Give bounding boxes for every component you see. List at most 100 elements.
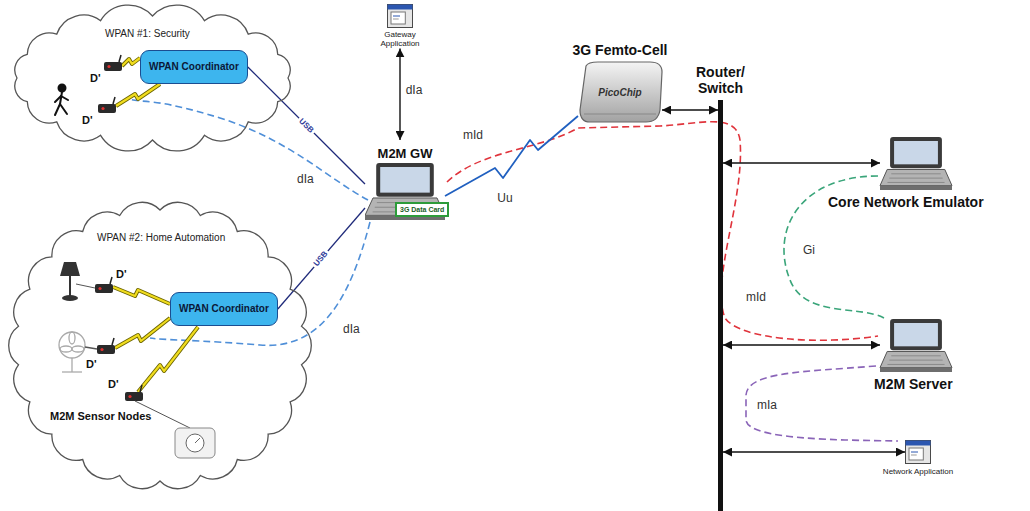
fan [60,346,72,352]
dashed-interface-path [127,98,898,441]
radio-link [116,84,160,106]
interface-name: dIa [296,172,315,186]
meter [195,438,200,443]
radio-link [138,327,198,392]
sensor-device [104,55,122,71]
dia-path [127,98,368,200]
brand-label: PicoChip [598,87,641,98]
sensor-device [128,395,131,398]
server-laptop [880,351,952,367]
femto-cell [580,62,662,122]
edge-label: Uu [495,191,514,205]
usb-link [278,208,365,309]
sensor-device [119,55,121,62]
radio-link [122,58,140,66]
interface-name: dIa [342,322,361,336]
femto-cell [584,114,656,115]
gateway-laptop [377,202,433,203]
application-icon [911,452,918,453]
lamp [60,262,95,301]
node-shape [905,440,931,464]
node-shape [387,4,413,28]
gateway-laptop [380,167,430,193]
radio-link [138,327,198,392]
node-label: Core Network Emulator [828,194,984,210]
radio-link [113,58,198,392]
node-label: M2M Server [874,376,953,392]
sensor-device [98,287,101,290]
walking-person [61,96,68,100]
sensor-device [104,62,122,71]
gateway-laptop [373,211,438,212]
node-label: Gateway Application [368,30,432,48]
sensor-device [100,348,103,351]
emulator-laptop [891,173,940,174]
interface-name: mIa [756,398,778,412]
node-label: Router/ Switch [689,64,753,96]
sensor-device [140,385,142,392]
lamp [69,276,71,296]
server-laptop [894,323,938,346]
interface-name: mId [745,290,767,304]
fan [85,347,97,349]
emulator-laptop [880,186,952,190]
edge-label: USB [295,115,317,137]
radio-link [113,287,170,304]
application-icon [388,5,413,10]
edge-label: USB [311,247,332,269]
data-card: 3G Data Card [395,202,449,217]
wpan-cloud [15,5,290,151]
meter [135,401,215,458]
sensor-device [112,338,114,345]
application-icon [391,12,405,24]
lamp [62,295,78,301]
gateway-laptop: 3G Data CardM2M GW [365,140,445,220]
lamp [76,284,95,288]
gateway-laptop [365,198,445,215]
gateway-laptop [376,163,434,197]
wpan-cloud: WPAN CoordinatorWPAN #2: Home Automation [5,198,315,493]
node-label: WPAN Coordinator [149,61,239,73]
sensor-device [95,277,113,293]
sensor-device [95,284,113,293]
femto-cell: 3G Femto-CellPicoChip [578,62,662,122]
sensor-device [113,97,115,104]
coordinator-box: WPAN Coordinator [140,50,248,84]
application-icon [909,448,923,460]
network-link [662,109,718,111]
server-laptop [887,364,944,365]
sensor-device [98,97,116,113]
server-laptop: M2M Server [880,318,952,372]
sensor-device [125,392,143,401]
walking-person [55,104,60,115]
device-tag: D' [90,72,101,85]
fan [59,332,97,372]
application-icon [906,441,931,464]
radio-link [113,287,170,304]
gateway-laptop [365,215,445,220]
application-icon: Network Application [905,440,931,464]
fan [62,371,82,372]
emulator-laptop [894,141,938,164]
sensor-device [125,385,143,401]
radio-link [115,318,170,348]
application-icon [393,16,400,17]
router-bus: Router/ Switch [718,100,723,511]
wpan-cloud: WPAN CoordinatorWPAN #1: Security [5,4,300,152]
node-label: 3G Femto-Cell [573,42,668,58]
network-link [723,344,880,346]
sensor-device [107,65,110,68]
walking-person [60,104,67,114]
lamp [60,262,80,276]
radio-link [445,116,578,196]
usb-link [248,67,365,184]
interface-name: Gi [802,243,816,257]
node-label: 3G Data Card [400,205,444,214]
sensor-device [97,345,115,354]
interface-name: mId [462,128,484,142]
radio-link [122,58,140,66]
fan [59,332,85,358]
sensor-device [101,107,104,110]
sensor-device [97,338,115,354]
